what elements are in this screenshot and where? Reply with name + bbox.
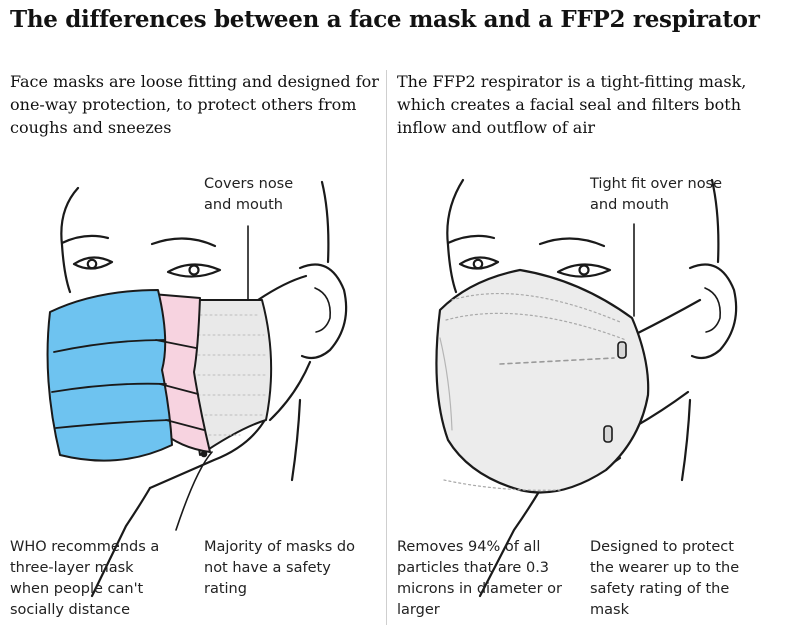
left-leader-dot (200, 450, 208, 458)
panel-divider (386, 70, 387, 625)
right-ear (688, 263, 738, 360)
left-ear-loop-top (256, 274, 308, 302)
callout-protects-wearer: Designed to protect the wearer up to the… (590, 539, 740, 618)
callout-who-recommends: WHO recommends a three-layer mask when p… (10, 539, 160, 618)
left-eye-left (72, 256, 114, 270)
respirator-body (435, 268, 650, 494)
respirator-center-fold (499, 357, 615, 365)
left-jaw (148, 416, 268, 490)
left-ear (298, 263, 348, 360)
right-neck-front (478, 488, 542, 598)
callout-tight-fit: Tight fit over nose and mouth (590, 176, 723, 213)
left-eye-right (166, 263, 222, 278)
left-eyebrow-left (60, 234, 110, 245)
callout-no-safety-rating: Majority of masks do not have a safety r… (204, 539, 355, 597)
page-title: The differences between a face mask and … (10, 6, 760, 33)
right-eye-right (556, 263, 612, 278)
left-face-illustration (46, 180, 348, 598)
respirator-clip-bottom (603, 425, 613, 443)
right-head-back (710, 178, 720, 264)
mask-outer-layer (46, 289, 173, 462)
callout-covers-nose-mouth: Covers nose and mouth (204, 176, 294, 213)
right-head-outline (446, 178, 465, 294)
callout-removes-particles: Removes 94% of all particles that are 0.… (397, 539, 562, 618)
left-head-back (320, 180, 330, 264)
right-eyebrow-left (446, 234, 496, 245)
right-eyebrow-right (538, 237, 606, 248)
left-leader-bottom-left (175, 451, 213, 531)
left-eyebrow-right (150, 237, 217, 248)
respirator-intro: The FFP2 respirator is a tight-fitting m… (397, 72, 747, 137)
right-neck-back (680, 398, 692, 482)
right-eye-left (458, 256, 500, 270)
left-head-outline (60, 186, 80, 294)
left-neck-front (90, 486, 152, 598)
respirator-clip-top (617, 341, 627, 359)
left-ear-loop-bottom (268, 360, 312, 422)
face-mask-intro: Face masks are loose fitting and designe… (10, 72, 379, 137)
right-face-illustration (435, 178, 738, 598)
right-strap-top (630, 298, 702, 338)
left-neck-back (290, 398, 302, 482)
